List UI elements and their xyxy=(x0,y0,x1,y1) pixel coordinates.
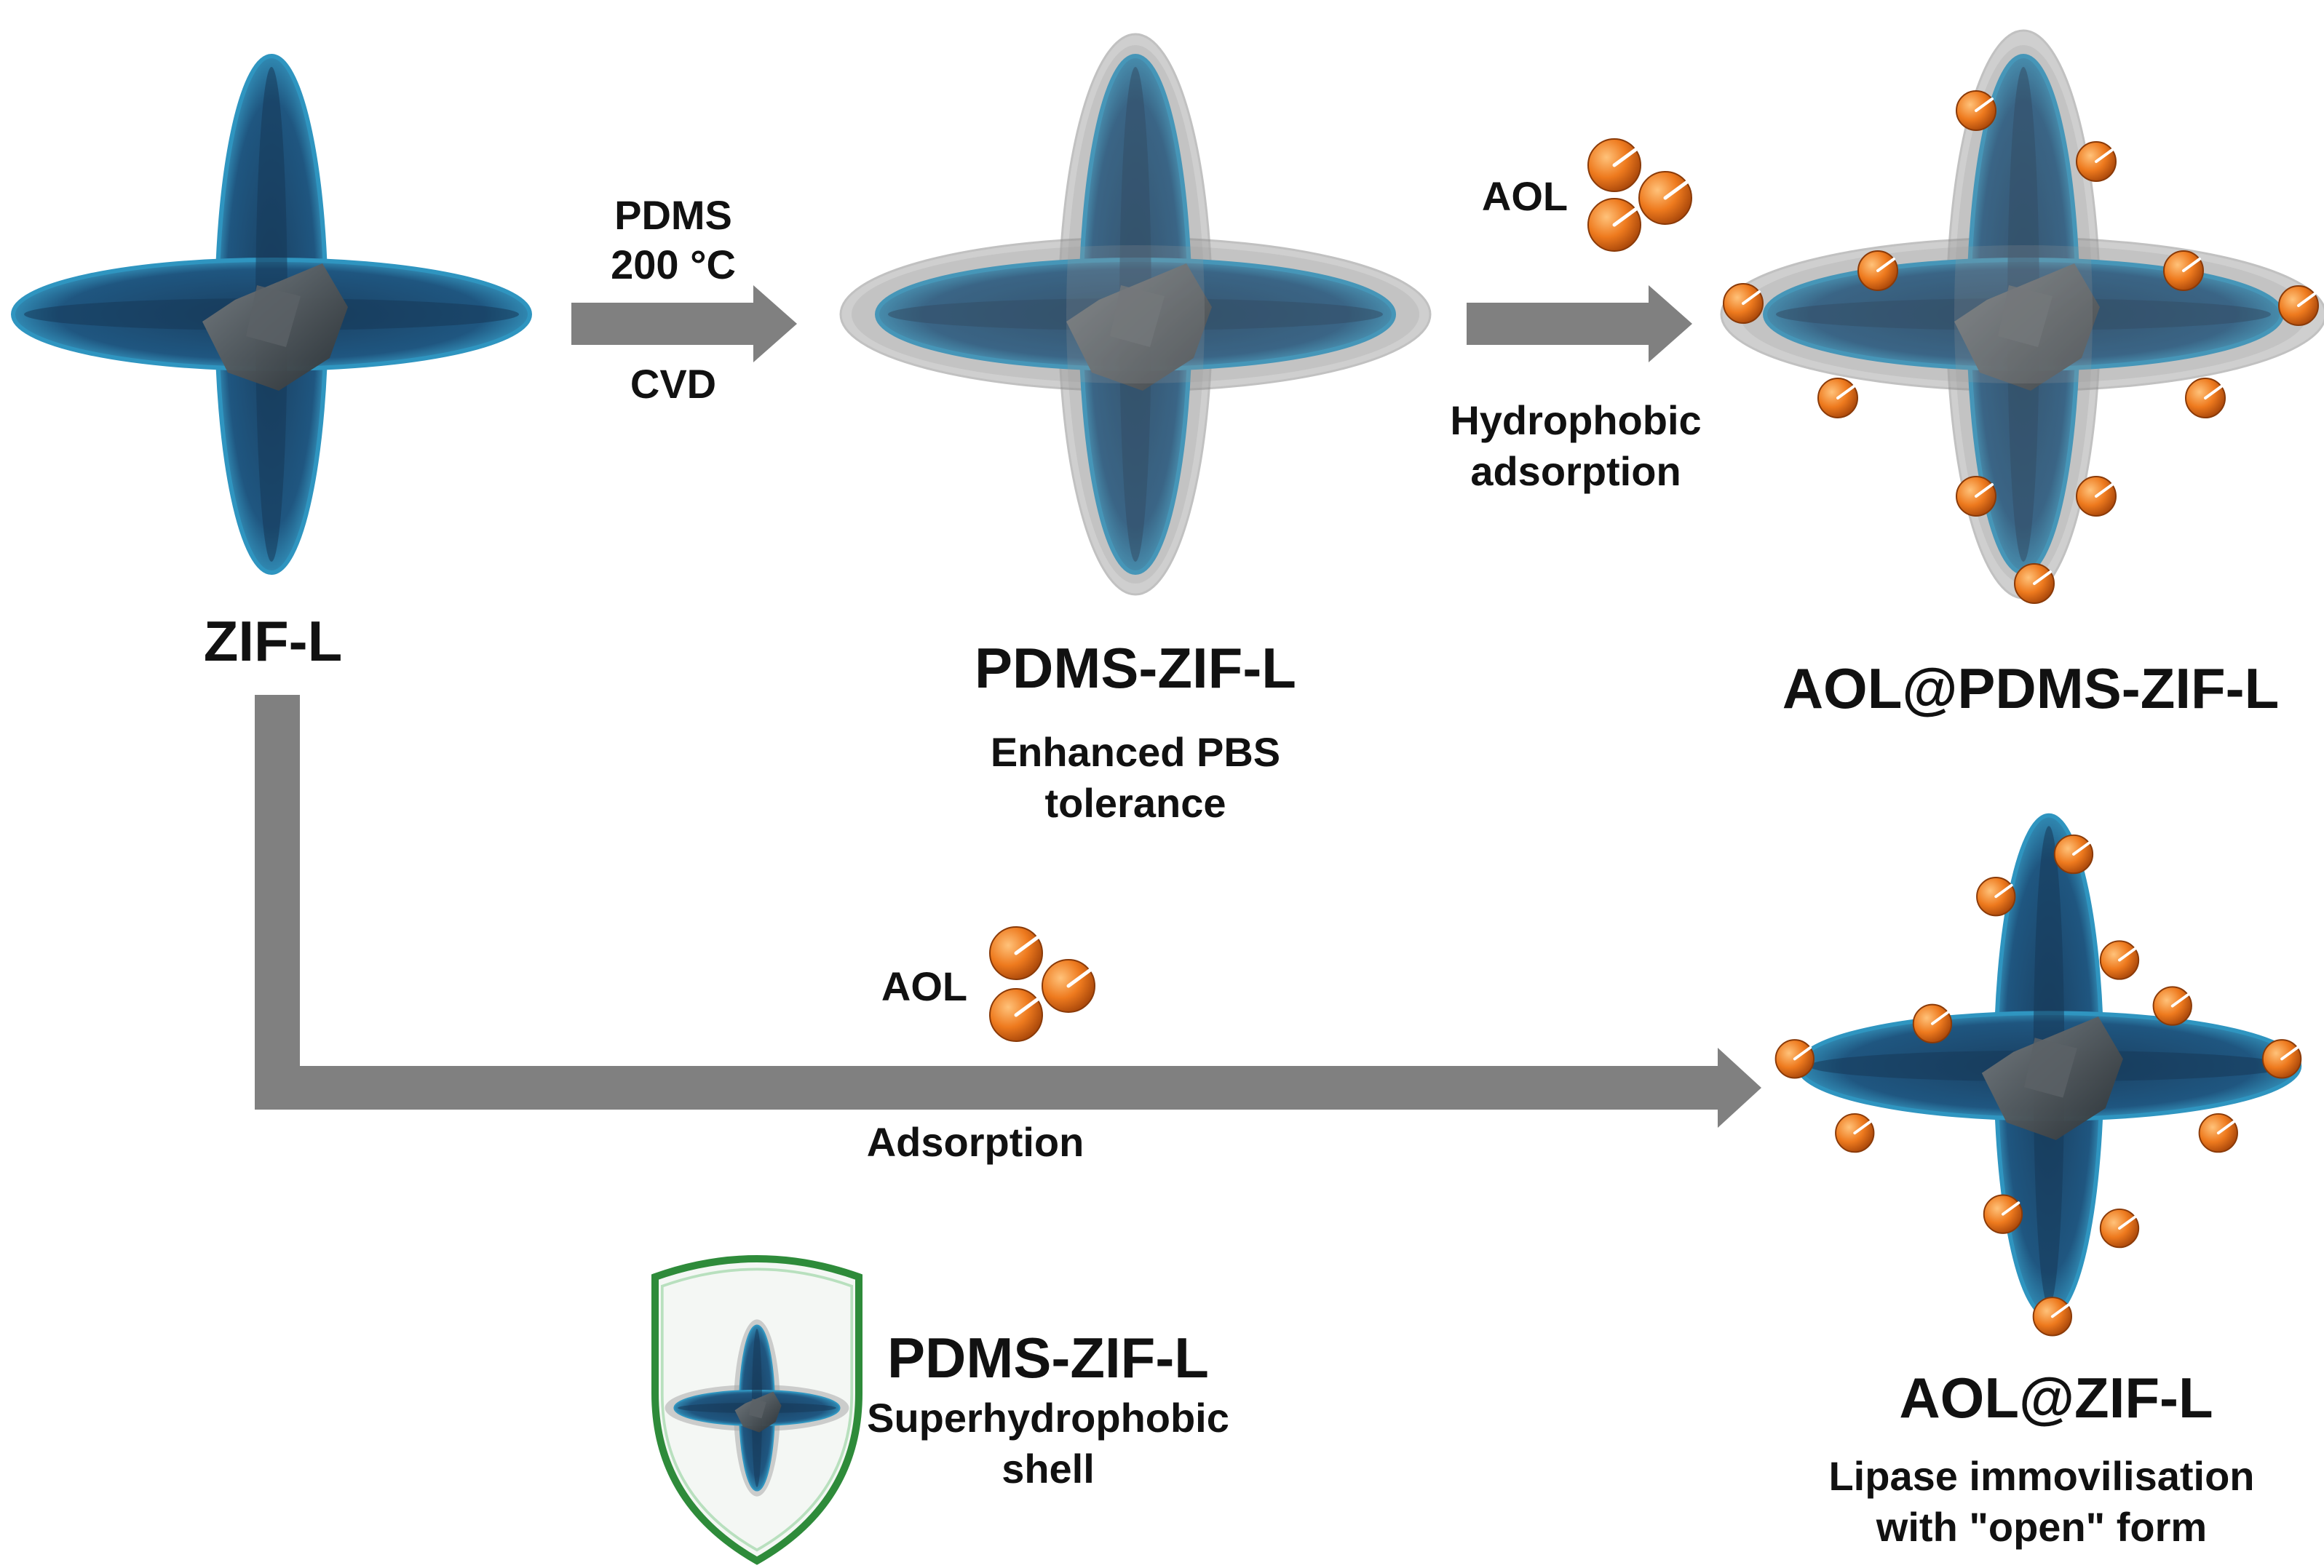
cvd-reagent-line-2: 200 °C xyxy=(611,242,736,287)
enzyme-sphere-icon xyxy=(990,989,1042,1041)
adsorption-step-label: Adsorption xyxy=(866,1119,1084,1165)
enzyme-sphere-icon xyxy=(2098,1207,2141,1249)
enzyme-sphere-icon xyxy=(1975,876,2017,918)
enzyme-sphere-icon xyxy=(1911,1003,1954,1044)
enzyme-sphere-icon xyxy=(2031,1296,2073,1337)
cvd-step-label: CVD xyxy=(630,361,717,407)
enzyme-sphere-icon xyxy=(1817,377,1859,419)
legend-line-1: Superhydrophobic xyxy=(867,1395,1229,1441)
shield-icon xyxy=(651,1255,862,1565)
enzyme-sphere-icon xyxy=(2277,284,2320,327)
aol-cluster-bottom xyxy=(990,927,1095,1041)
aol-pdms-zif-l-label: AOL@PDMS-ZIF-L xyxy=(1782,656,2280,720)
enzyme-sphere-icon xyxy=(1042,960,1095,1012)
enzyme-sphere-icon xyxy=(1774,1038,1815,1080)
adsorption-arrow xyxy=(255,695,1761,1128)
aol-zif-l-label: AOL@ZIF-L xyxy=(1899,1366,2213,1430)
aol-zif-l-note-1: Lipase immovilisation xyxy=(1828,1453,2255,1499)
enzyme-sphere-icon xyxy=(2261,1038,2303,1080)
enzyme-sphere-icon xyxy=(2098,939,2141,981)
enzyme-sphere-icon xyxy=(2152,985,2193,1027)
legend-line-2: shell xyxy=(1002,1446,1095,1492)
hydrophobic-adsorption-arrow xyxy=(1467,285,1692,362)
enzyme-sphere-icon xyxy=(1722,282,1764,325)
enzyme-sphere-icon xyxy=(2162,250,2205,292)
hydrophobic-line-1: Hydrophobic xyxy=(1450,397,1702,443)
aol-reagent-bottom-label: AOL xyxy=(881,963,968,1009)
aol-reagent-top-label: AOL xyxy=(1481,173,1568,219)
pdms-zif-l-label: PDMS-ZIF-L xyxy=(975,636,1296,700)
enzyme-sphere-icon xyxy=(1588,139,1641,191)
enzyme-sphere-icon xyxy=(1955,89,1997,132)
enzyme-sphere-icon xyxy=(1857,250,1899,292)
enzyme-sphere-icon xyxy=(2197,1113,2239,1154)
cvd-reagent-line-1: PDMS xyxy=(614,192,732,238)
enzyme-sphere-icon xyxy=(1639,172,1692,224)
cvd-arrow xyxy=(571,285,797,362)
aol-zif-l-crystal xyxy=(1774,816,2303,1337)
enzyme-sphere-icon xyxy=(2075,140,2117,183)
enzyme-sphere-icon xyxy=(2184,377,2226,419)
aol-pdms-zif-l-crystal xyxy=(1720,29,2324,605)
pdms-zif-l-note-2: tolerance xyxy=(1044,780,1226,826)
aol-zif-l-note-2: with "open" form xyxy=(1876,1504,2208,1550)
enzyme-sphere-icon xyxy=(2013,562,2055,605)
aol-cluster-top xyxy=(1588,139,1692,251)
enzyme-sphere-icon xyxy=(2053,833,2095,875)
enzyme-sphere-icon xyxy=(1834,1113,1876,1154)
enzyme-sphere-icon xyxy=(990,927,1042,979)
pdms-zif-l-note-1: Enhanced PBS xyxy=(990,729,1281,775)
hydrophobic-line-2: adsorption xyxy=(1470,448,1681,494)
zif-l-label: ZIF-L xyxy=(203,609,343,673)
pdms-zif-l-crystal xyxy=(839,33,1432,596)
enzyme-sphere-icon xyxy=(1955,475,1997,517)
zif-l-crystal xyxy=(13,56,530,573)
enzyme-sphere-icon xyxy=(2075,475,2117,517)
enzyme-sphere-icon xyxy=(1982,1193,2024,1235)
enzyme-sphere-icon xyxy=(1588,199,1641,251)
legend-title: PDMS-ZIF-L xyxy=(887,1326,1209,1390)
